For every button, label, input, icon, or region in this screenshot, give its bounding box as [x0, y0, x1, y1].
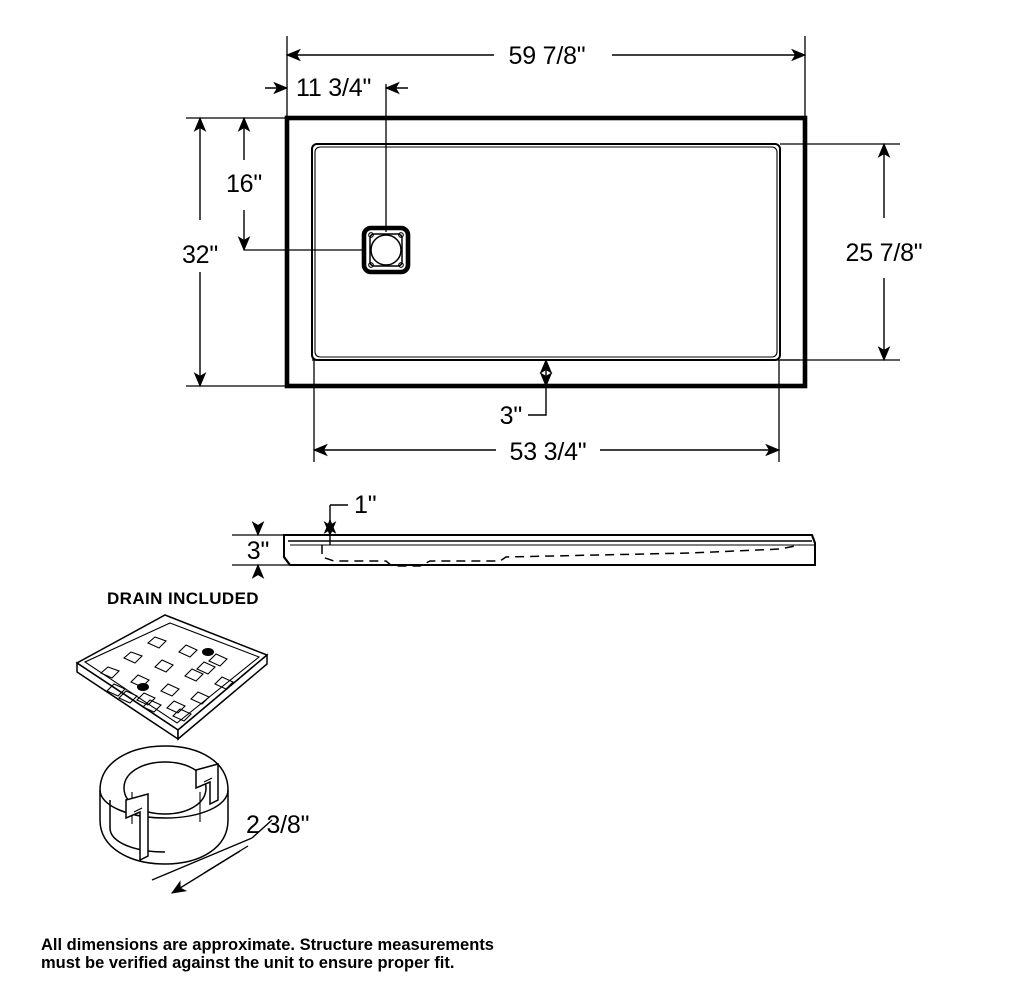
dimension-overall-width: 59 7/8" [285, 36, 807, 120]
grate-hole [208, 653, 228, 667]
ext-line-238-a [203, 845, 249, 874]
dimension-flange-depth: 3" [312, 358, 800, 430]
footnote-line-2: must be verified against the unit to ens… [41, 954, 454, 972]
dim-label-drain-from-left: 11 3/4" [296, 74, 371, 102]
drain-clip-left [125, 793, 149, 862]
drain-grate-isometric [75, 614, 269, 741]
grate-hole [166, 700, 186, 714]
dim-label-lip-thickness: 1" [354, 491, 376, 519]
grate-hole [136, 692, 156, 706]
leader-flange-3in [528, 386, 547, 416]
dim-label-overall-depth: 25 7/8" [846, 239, 923, 267]
dimension-left-height: 32" [182, 116, 290, 388]
drain-screw-hole-tl [368, 232, 374, 238]
dimension-drain-body: 2 3/8" [151, 811, 309, 894]
drain-inner-square [369, 233, 403, 267]
drain-included-heading: DRAIN INCLUDED [107, 589, 259, 608]
grate-right-edge-face [177, 653, 268, 741]
dimension-overall-depth: 25 7/8" [780, 142, 923, 362]
pan-inner-basin-inner-line [314, 146, 778, 358]
grate-hole-pattern [99, 636, 234, 722]
drain-screw-hole-bl [368, 262, 374, 268]
grate-hole [146, 636, 167, 649]
drain-screw-hole-br [398, 262, 404, 268]
grate-inset-border [83, 622, 261, 724]
leader-238 [251, 819, 273, 839]
dim-label-inner-width: 53 3/4" [510, 438, 587, 466]
drain-circle [370, 234, 402, 266]
ext-line-238-b [151, 837, 253, 881]
drain-clip-right [195, 763, 219, 806]
dimension-drain-from-left: 11 3/4" [265, 74, 408, 232]
dim-label-flange-depth: 3" [500, 402, 522, 430]
profile-slab-body [283, 534, 816, 566]
dimension-drain-from-top: 16" [226, 116, 364, 252]
drain-screw-hole-tr [398, 232, 404, 238]
grate-hole [196, 661, 216, 675]
dim-label-overall-width: 59 7/8" [509, 42, 586, 70]
profile-left-end [283, 535, 291, 566]
dim-label-drain-body: 2 3/8" [246, 811, 309, 839]
drain-body-isometric [99, 745, 229, 865]
dim-label-left-height: 32" [182, 241, 218, 269]
grate-hole [172, 708, 192, 722]
grate-hole [118, 690, 138, 704]
grate-hole [184, 668, 204, 682]
plan-view-group: 59 7/8" 11 3/4" 16" [182, 36, 923, 466]
grate-hole [160, 683, 180, 697]
grate-hole [214, 676, 234, 690]
dimension-profile-thickness: 3" [232, 521, 300, 579]
dimension-lip-thickness: 1" [323, 491, 377, 545]
drain-body-cutaway-left-wall [109, 800, 166, 853]
grate-screw-hole-lower [137, 683, 149, 691]
dimension-inner-width: 53 3/4" [312, 360, 781, 466]
footnote-group: All dimensions are approximate. Structur… [41, 936, 494, 972]
drain-clip-right-detail [203, 777, 213, 783]
dim-label-drain-from-top: 16" [226, 170, 262, 198]
grate-hole [154, 659, 174, 673]
grate-hole [106, 683, 126, 697]
grate-hole [99, 666, 120, 679]
grate-screw-hole-upper [202, 648, 214, 656]
drain-clip-left-detail [133, 807, 143, 813]
profile-hidden-basin-contour [321, 544, 801, 567]
drain-included-group: DRAIN INCLUDED [75, 589, 309, 894]
profile-right-end [811, 534, 816, 565]
profile-view-group: 1" 3" [232, 491, 816, 579]
dim-label-profile-thickness: 3" [247, 537, 269, 565]
drain-body-outer-bottom-arc [99, 789, 229, 819]
grate-hole [142, 699, 162, 713]
grate-hole [190, 691, 210, 705]
grate-hole [178, 644, 198, 658]
footnote-line-1: All dimensions are approximate. Structur… [41, 936, 494, 954]
grate-hole [122, 651, 143, 664]
